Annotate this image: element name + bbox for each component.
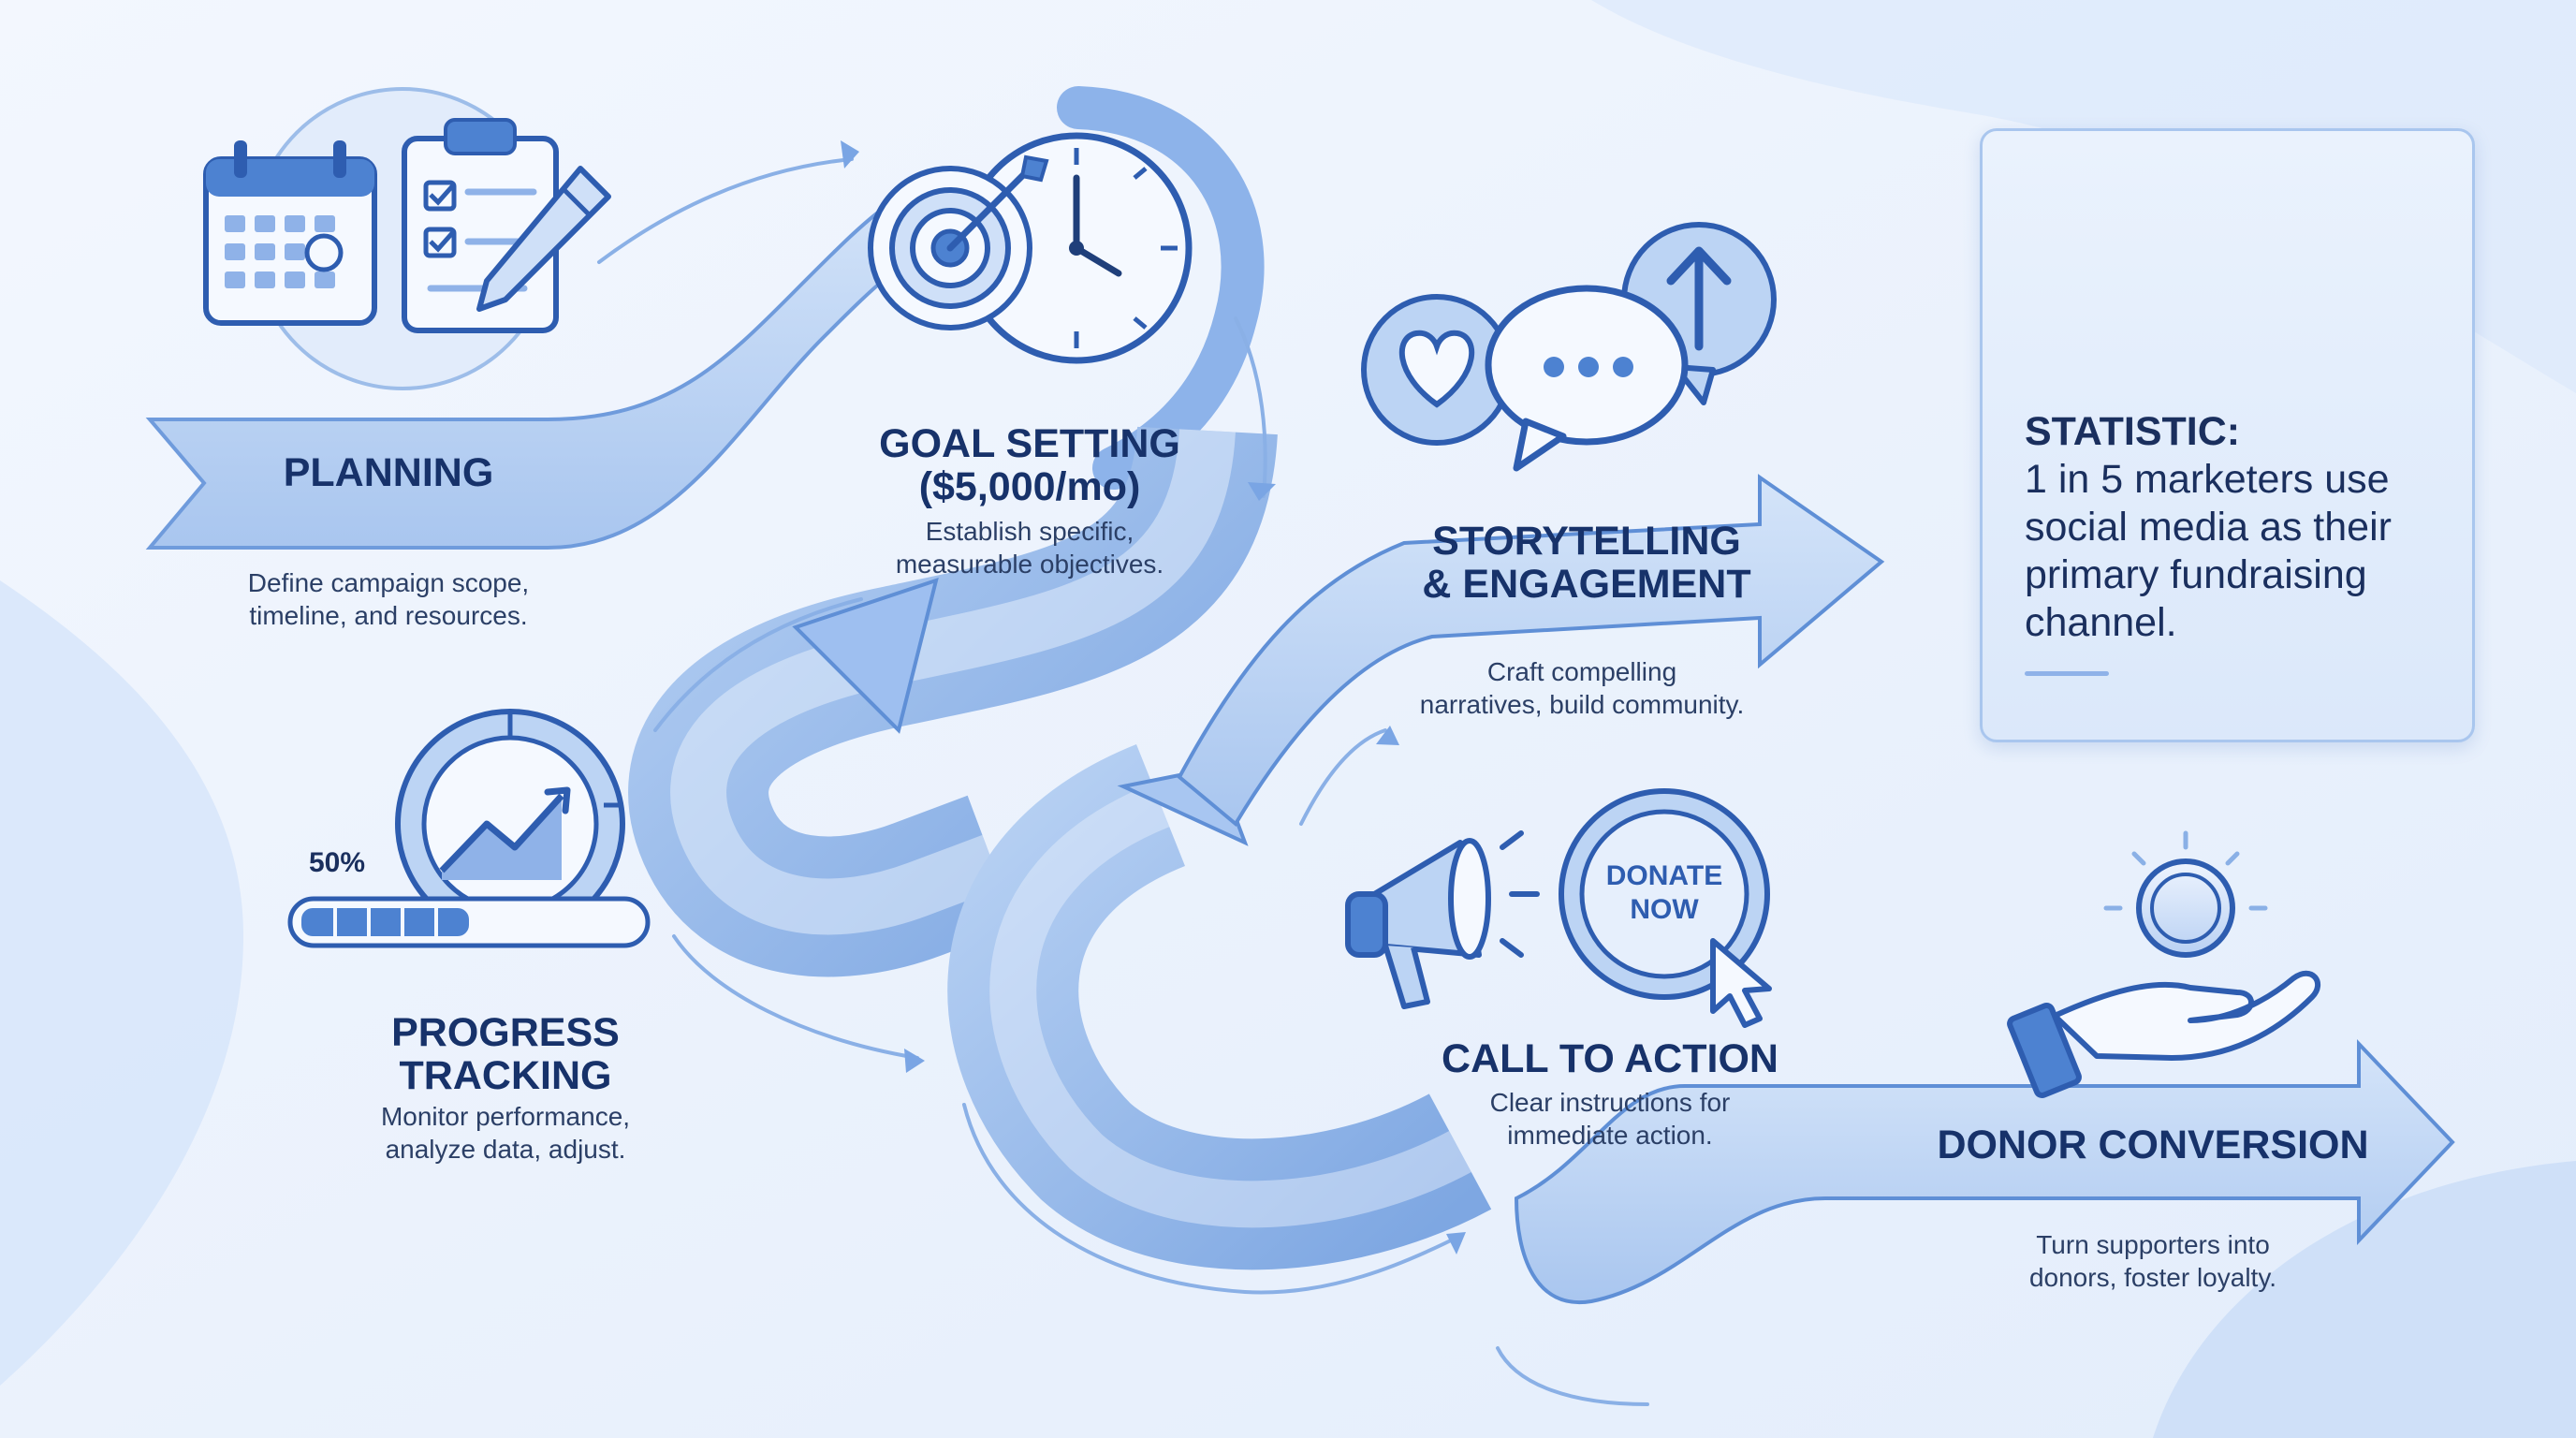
goal-title: GOAL SETTING ($5,000/mo) (842, 422, 1217, 508)
target-icon (868, 154, 1049, 330)
planning-title: PLANNING (283, 450, 494, 495)
progress-icon-group (287, 709, 651, 948)
progress-title-line: PROGRESS (391, 1010, 620, 1055)
planning-desc-line: Define campaign scope, (247, 568, 530, 597)
donate-now-label[interactable]: DONATE NOW (1571, 859, 1758, 927)
storytelling-title-line: & ENGAGEMENT (1422, 562, 1751, 607)
lower-loop-highlight (989, 783, 1471, 1228)
background-blob (0, 580, 243, 1386)
donor-conversion-title: DONOR CONVERSION (1937, 1123, 2369, 1167)
pencil-icon (476, 166, 611, 312)
cta-desc-line: immediate action. (1507, 1121, 1713, 1150)
flow-arcs (597, 157, 1649, 1406)
gauge-chart-icon (395, 709, 625, 939)
donate-label-line: DONATE (1605, 860, 1723, 891)
chat-bubble-icon (1485, 285, 1689, 472)
progress-title: PROGRESS TRACKING (328, 1011, 683, 1097)
statistic-line: channel. (2025, 600, 2177, 645)
donor-conversion-desc: Turn supporters into donors, foster loya… (1928, 1228, 2378, 1294)
statistic-line: social media as their (2025, 505, 2392, 550)
storytelling-desc-line: narratives, build community. (1419, 690, 1745, 719)
donor-conversion-arrow (1514, 1039, 2455, 1305)
progress-bar-icon (287, 896, 651, 948)
storytelling-desc: Craft compelling narratives, build commu… (1376, 655, 1788, 721)
statistic-underline (2025, 671, 2109, 676)
cta-desc-line: Clear instructions for (1489, 1088, 1731, 1117)
donor-icon-group (2007, 830, 2320, 1098)
storytelling-title-line: STORYTELLING (1432, 519, 1741, 564)
progress-desc-line: analyze data, adjust. (385, 1135, 626, 1164)
planning-desc: Define campaign scope, timeline, and res… (201, 566, 576, 632)
storytelling-title: STORYTELLING & ENGAGEMENT (1376, 520, 1797, 606)
progress-desc: Monitor performance, analyze data, adjus… (318, 1100, 693, 1166)
donor-desc-line: donors, foster loyalty. (2028, 1263, 2277, 1292)
statistic-text: STATISTIC: 1 in 5 marketers use social m… (2025, 408, 2446, 676)
planning-icon-group (203, 87, 611, 390)
statistic-card (1980, 128, 2475, 742)
storytelling-arrow (1177, 474, 1885, 828)
donate-label-line: NOW (1630, 894, 1699, 925)
cursor-icon (1710, 938, 1772, 1028)
planning-desc-line: timeline, and resources. (249, 601, 528, 630)
progress-title-line: TRACKING (399, 1053, 612, 1098)
loop-arrowhead (792, 577, 939, 734)
cta-desc: Clear instructions for immediate action. (1404, 1086, 1816, 1152)
statistic-label: STATISTIC: (2025, 409, 2241, 454)
heart-bubble-icon (1361, 294, 1513, 446)
calendar-icon (203, 140, 377, 326)
storytelling-desc-line: Craft compelling (1486, 657, 1677, 686)
cta-icon-group (1345, 788, 1772, 1028)
open-hand-icon (2007, 970, 2320, 1098)
background-blob (1591, 0, 2576, 393)
progress-fill (301, 908, 469, 936)
progress-percent-label: 50% (308, 847, 366, 878)
dollar-coin-icon (2103, 830, 2268, 958)
statistic-line: 1 in 5 marketers use (2025, 457, 2390, 502)
center-loop-highlight (670, 428, 1236, 935)
statistic-line: primary fundraising (2025, 552, 2367, 597)
goal-desc-line: measurable objectives. (895, 550, 1164, 579)
megaphone-icon (1345, 830, 1540, 1009)
goal-icon-group (868, 132, 1193, 364)
goal-desc: Establish specific, measurable objective… (842, 515, 1217, 580)
goal-desc-line: Establish specific, (925, 517, 1134, 546)
cta-title: CALL TO ACTION (1442, 1036, 1778, 1081)
flow-arc-arrowheads (841, 140, 1466, 1255)
background-blob (2153, 1161, 2576, 1438)
progress-desc-line: Monitor performance, (380, 1102, 631, 1131)
storytelling-icon-group (1361, 222, 1777, 472)
donor-desc-line: Turn supporters into (2036, 1230, 2270, 1259)
goal-title-line: ($5,000/mo) (918, 464, 1141, 509)
goal-title-line: GOAL SETTING (879, 421, 1180, 466)
clock-icon (960, 132, 1193, 364)
